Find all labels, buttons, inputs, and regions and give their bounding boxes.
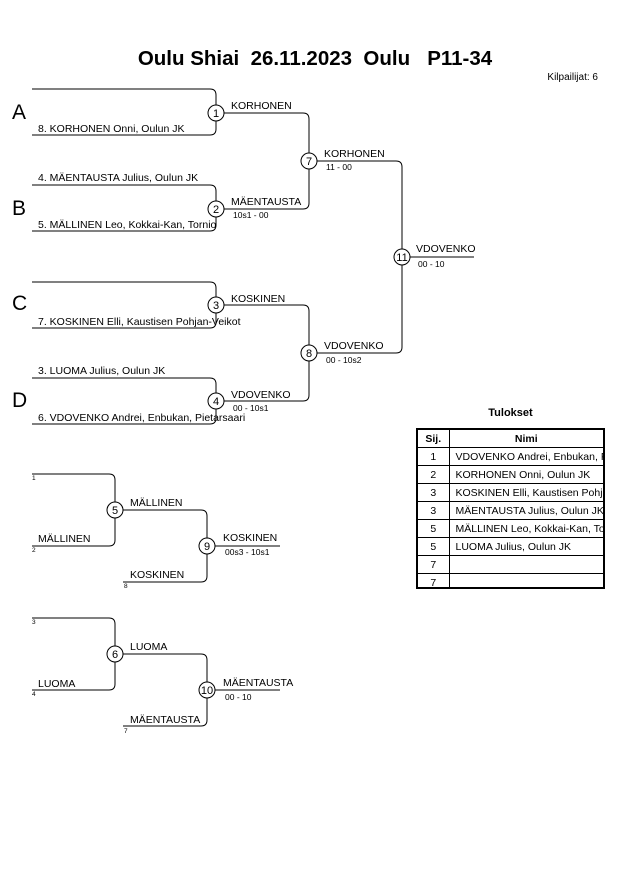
match-number: 4 [213, 396, 219, 408]
rep-seed-index: 2 [32, 547, 36, 554]
match-number: 9 [204, 541, 210, 553]
rep-seed-index: 1 [32, 475, 36, 482]
match-winner: VDOVENKO [324, 340, 384, 352]
match-number: 8 [306, 348, 312, 360]
match-winner: MÄENTAUSTA [223, 677, 293, 689]
match-score: 00 - 10 [418, 259, 445, 269]
match-number: 11 [396, 252, 407, 264]
results-title: Tulokset [488, 407, 533, 419]
results-row: 2 KORHONEN Onni, Oulun JK [418, 465, 603, 484]
match-winner: VDOVENKO [416, 243, 476, 255]
match-winner: LUOMA [130, 641, 167, 653]
result-name [448, 573, 603, 587]
result-rank: 3 [418, 483, 450, 502]
results-row: 7 [418, 573, 603, 587]
results-row: 7 [418, 555, 603, 574]
result-rank: 5 [418, 519, 450, 538]
match-score: 00 - 10s2 [326, 355, 362, 365]
match-winner: MÄENTAUSTA [231, 196, 301, 208]
entry-a-bottom: 8. KORHONEN Onni, Oulun JK [38, 123, 184, 135]
entry-d-top: 3. LUOMA Julius, Oulun JK [38, 365, 165, 377]
rep-entry-name: KOSKINEN [130, 569, 184, 581]
results-row: 3 MÄENTAUSTA Julius, Oulun JK [418, 501, 603, 520]
result-name: KOSKINEN Elli, Kaustisen Pohjan-Veikot [448, 483, 603, 502]
match-number: 2 [213, 204, 219, 216]
match-winner: KOSKINEN [223, 532, 277, 544]
match-score: 00 - 10 [225, 692, 252, 702]
entry-d-bottom: 6. VDOVENKO Andrei, Enbukan, Pietarsaari [38, 412, 245, 424]
result-rank: 7 [418, 555, 450, 574]
rep-entry-name: MÄLLINEN [38, 533, 91, 545]
page-title: Oulu Shiai 26.11.2023 Oulu P11-34 [138, 47, 493, 70]
entry-b-top: 4. MÄENTAUSTA Julius, Oulun JK [38, 172, 198, 184]
results-table: Sij. Nimi 1 VDOVENKO Andrei, Enbukan, Pi… [416, 428, 605, 589]
pool-label-a: A [12, 101, 26, 124]
match-winner: KORHONEN [324, 148, 385, 160]
name-header: Nimi [448, 430, 603, 448]
rep-seed-index: 7 [124, 728, 128, 735]
match-score: 10s1 - 00 [233, 210, 269, 220]
result-name: VDOVENKO Andrei, Enbukan, Pietarsaari [448, 447, 603, 466]
result-rank: 1 [418, 447, 450, 466]
match-score: 00s3 - 10s1 [225, 547, 270, 557]
result-name: MÄLLINEN Leo, Kokkai-Kan, Tornio [448, 519, 603, 538]
match-number: 6 [112, 649, 118, 661]
results-row: 1 VDOVENKO Andrei, Enbukan, Pietarsaari [418, 447, 603, 466]
result-rank: 7 [418, 573, 450, 587]
match-winner: KORHONEN [231, 100, 292, 112]
rep-seed-index: 3 [32, 619, 36, 626]
result-name: KORHONEN Onni, Oulun JK [448, 465, 603, 484]
pool-label-d: D [12, 389, 27, 412]
rep-seed-index: 4 [32, 691, 36, 698]
result-rank: 2 [418, 465, 450, 484]
competitor-count: Kilpailijat: 6 [547, 72, 598, 83]
result-name [448, 555, 603, 574]
match-winner: VDOVENKO [231, 389, 291, 401]
rank-header: Sij. [418, 430, 450, 448]
pool-label-b: B [12, 197, 26, 220]
pool-label-c: C [12, 292, 27, 315]
rep-seed-index: 8 [124, 583, 128, 590]
match-number: 5 [112, 505, 118, 517]
result-name: MÄENTAUSTA Julius, Oulun JK [448, 501, 603, 520]
match-number: 1 [213, 108, 219, 120]
match-score: 11 - 00 [326, 162, 352, 172]
entry-c-bottom: 7. KOSKINEN Elli, Kaustisen Pohjan-Veiko… [38, 316, 241, 328]
result-rank: 3 [418, 501, 450, 520]
results-row: 3 KOSKINEN Elli, Kaustisen Pohjan-Veikot [418, 483, 603, 502]
rep-entry-name: LUOMA [38, 678, 75, 690]
entry-b-bottom: 5. MÄLLINEN Leo, Kokkai-Kan, Tornio [38, 219, 217, 231]
result-rank: 5 [418, 537, 450, 556]
result-name: LUOMA Julius, Oulun JK [448, 537, 603, 556]
rep-entry-name: MÄENTAUSTA [130, 714, 200, 726]
results-row: 5 LUOMA Julius, Oulun JK [418, 537, 603, 556]
match-number: 3 [213, 300, 219, 312]
match-winner: KOSKINEN [231, 293, 285, 305]
match-number: 7 [306, 156, 312, 168]
match-number: 10 [201, 685, 213, 697]
match-winner: MÄLLINEN [130, 497, 183, 509]
results-row: 5 MÄLLINEN Leo, Kokkai-Kan, Tornio [418, 519, 603, 538]
match-score: 00 - 10s1 [233, 403, 269, 413]
results-header-row: Sij. Nimi [418, 430, 603, 448]
